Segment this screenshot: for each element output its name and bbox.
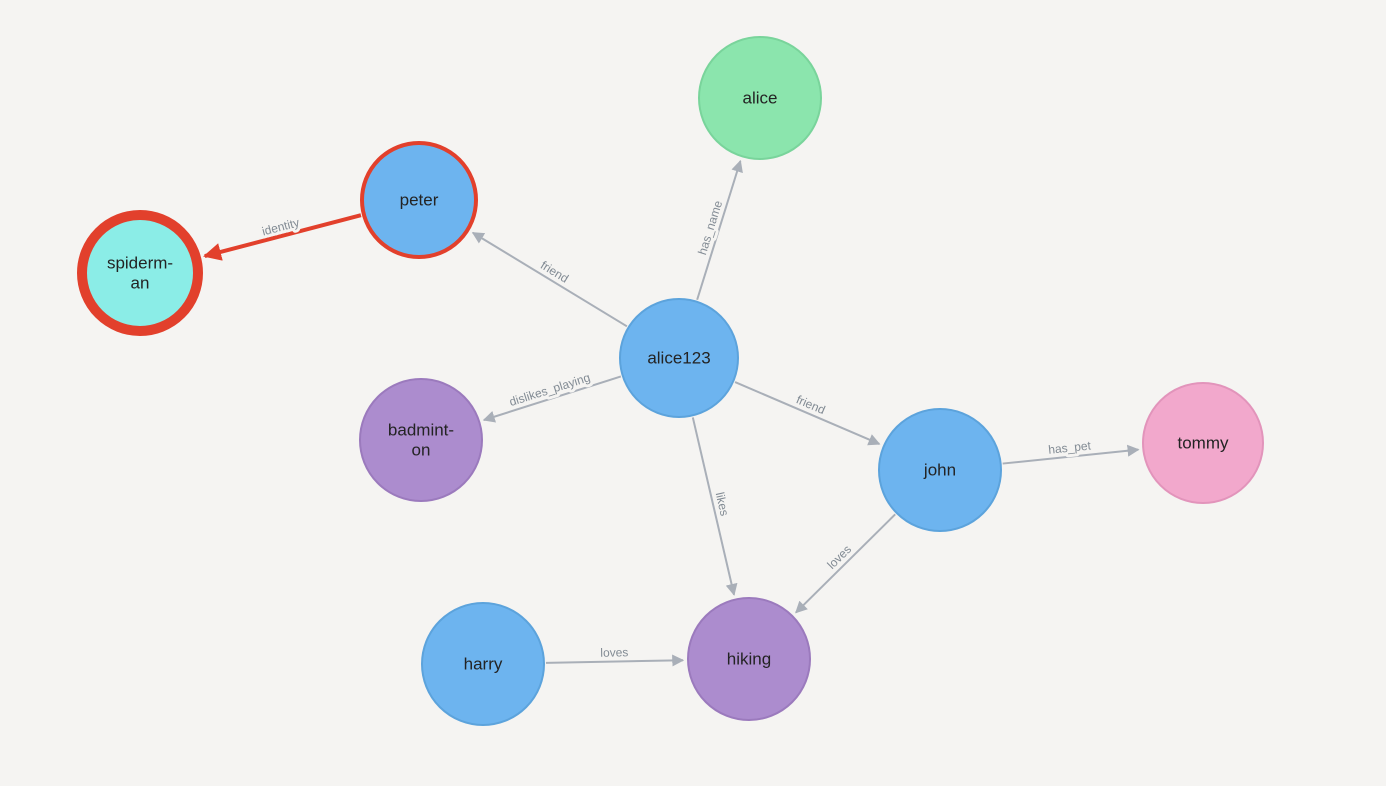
edge-arrow-line[interactable]	[471, 231, 628, 328]
edge-identity-peter-spiderman[interactable]: identity	[203, 212, 362, 261]
node-layer: alice peter spiderm-an alice123 badmint-on jo…	[77, 36, 1264, 726]
node-label-harry: harry	[464, 655, 503, 674]
edge-arrow-line[interactable]	[691, 417, 738, 596]
edge-label: has_name	[695, 199, 725, 257]
edge-label: loves	[824, 542, 854, 572]
node-badminton[interactable]: badmint-on	[359, 378, 483, 502]
edge-arrow-line[interactable]	[734, 381, 881, 446]
node-label-spiderman-line0: spiderm-	[107, 254, 173, 273]
node-alice[interactable]: alice	[698, 36, 822, 160]
node-circle-spiderman[interactable]	[77, 210, 203, 336]
edge-arrow-line[interactable]	[1002, 444, 1140, 465]
edge-arrow-line[interactable]	[203, 213, 362, 261]
node-circle-peter[interactable]	[360, 141, 478, 259]
node-circle-harry[interactable]	[421, 602, 545, 726]
node-label-badminton-line0: badmint-	[388, 421, 454, 440]
edge-loves-harry-hiking[interactable]: loves	[545, 642, 685, 667]
edge-dislikes_playing-alice123-badminton[interactable]: dislikes_playing	[482, 367, 622, 423]
edge-friend-alice123-john[interactable]: friend	[734, 381, 881, 446]
edge-label: has_pet	[1048, 438, 1093, 456]
node-circle-john[interactable]	[878, 408, 1002, 532]
node-label-badminton-line1: on	[412, 441, 431, 460]
node-circle-badminton[interactable]	[359, 378, 483, 502]
edge-has_name-alice123-alice[interactable]: has_name	[692, 159, 743, 301]
edge-label: friend	[794, 392, 827, 417]
edge-likes-alice123-hiking[interactable]: likes	[691, 417, 738, 596]
node-label-alice: alice	[743, 89, 778, 108]
node-label-peter: peter	[400, 191, 439, 210]
node-harry[interactable]: harry	[421, 602, 545, 726]
edge-arrow-line[interactable]	[696, 159, 743, 301]
node-tommy[interactable]: tommy	[1142, 382, 1264, 504]
node-john[interactable]: john	[878, 408, 1002, 532]
node-label-hiking: hiking	[727, 650, 771, 669]
node-alice123[interactable]: alice123	[619, 298, 739, 418]
edge-arrow-line[interactable]	[482, 375, 622, 423]
node-circle-hiking[interactable]	[687, 597, 811, 721]
node-label-alice123: alice123	[647, 349, 710, 368]
node-spiderman[interactable]: spiderm-an	[77, 210, 203, 336]
edge-arrow-line[interactable]	[795, 513, 896, 614]
edge-arrow-line[interactable]	[545, 654, 685, 667]
node-circle-alice123[interactable]	[619, 298, 739, 418]
edge-friend-alice123-peter[interactable]: friend	[471, 231, 628, 328]
node-circle-alice[interactable]	[698, 36, 822, 160]
node-label-tommy: tommy	[1178, 434, 1230, 453]
node-hiking[interactable]: hiking	[687, 597, 811, 721]
node-label-john: john	[923, 461, 956, 480]
node-peter[interactable]: peter	[360, 141, 478, 259]
edge-loves-john-hiking[interactable]: loves	[795, 513, 896, 614]
node-circle-tommy[interactable]	[1142, 382, 1264, 504]
edge-has_pet-john-tommy[interactable]: has_pet	[1002, 435, 1140, 465]
edge-label: loves	[600, 645, 628, 660]
node-label-spiderman-line1: an	[131, 274, 150, 293]
